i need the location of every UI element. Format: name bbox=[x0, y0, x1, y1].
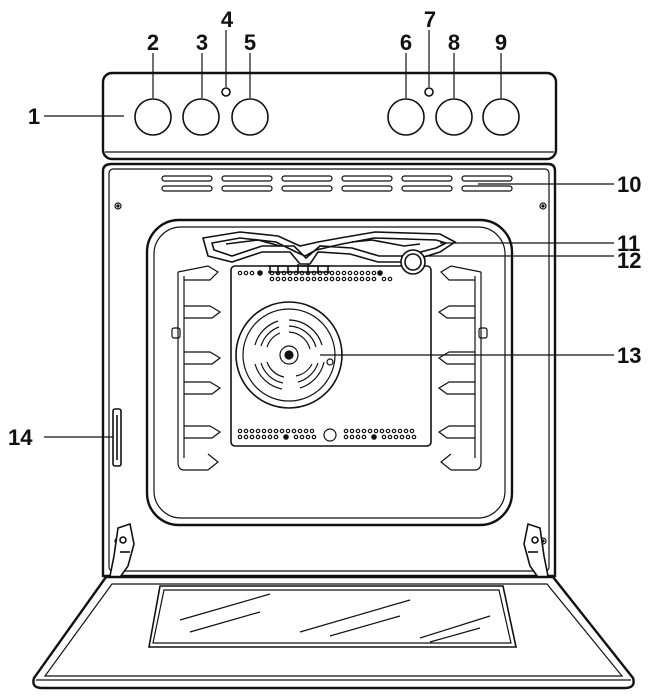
leader-lines bbox=[44, 30, 614, 438]
callout-3: 3 bbox=[196, 30, 208, 55]
callout-2: 2 bbox=[147, 30, 159, 55]
back-panel bbox=[230, 265, 432, 447]
door-glass bbox=[148, 585, 517, 648]
door-latch bbox=[112, 408, 122, 467]
knob-5 bbox=[231, 98, 269, 136]
knob-2 bbox=[134, 98, 172, 136]
oven-body bbox=[101, 162, 557, 578]
callout-5: 5 bbox=[244, 30, 256, 55]
back-panel-holes bbox=[237, 270, 417, 442]
callout-13: 13 bbox=[617, 343, 641, 368]
ventilation-slots bbox=[161, 175, 513, 192]
callout-8: 8 bbox=[448, 30, 460, 55]
door-hinge-right bbox=[523, 522, 549, 582]
door-hinge-left bbox=[109, 522, 135, 582]
left-shelf-support bbox=[171, 265, 222, 471]
callout-1: 1 bbox=[28, 104, 40, 129]
callout-10: 10 bbox=[617, 172, 641, 197]
callout-4: 4 bbox=[221, 7, 234, 32]
callout-6: 6 bbox=[400, 30, 412, 55]
knob-8 bbox=[435, 98, 473, 136]
oven-lamp bbox=[400, 249, 426, 275]
oven-door bbox=[32, 575, 635, 690]
callout-7: 7 bbox=[424, 7, 436, 32]
right-shelf-support bbox=[437, 265, 488, 471]
indicator-lamp-4 bbox=[221, 87, 231, 97]
knob-9 bbox=[482, 98, 520, 136]
fan bbox=[235, 301, 343, 409]
indicator-lamp-7 bbox=[424, 87, 434, 97]
knob-6 bbox=[387, 98, 425, 136]
knob-3 bbox=[182, 98, 220, 136]
callout-9: 9 bbox=[495, 30, 507, 55]
callout-14: 14 bbox=[8, 425, 33, 450]
callout-12: 12 bbox=[617, 248, 641, 273]
callout-11: 11 bbox=[617, 231, 640, 256]
oven-cavity bbox=[145, 218, 514, 527]
